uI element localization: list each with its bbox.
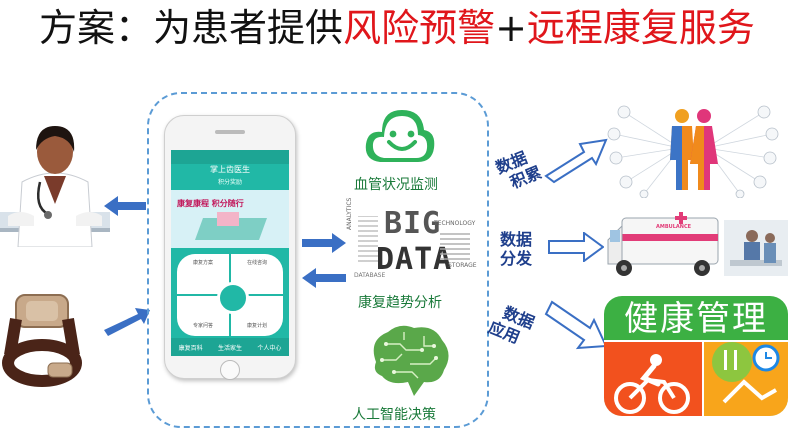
phone-screen: 掌上齿医生 积分奖励 康复康程 积分随行 康复方案 在线咨询 专家问答 康复计划… — [171, 150, 289, 356]
app-grid: 康复方案 在线咨询 专家问答 康复计划 — [177, 254, 283, 336]
label-data-apply: 数据 应用 — [486, 300, 537, 350]
grid-item-label: 在线咨询 — [246, 260, 267, 266]
title-highlight-rehab: 远程康复服务 — [526, 6, 755, 50]
arrow-distribute — [548, 231, 605, 266]
label-data-accumulate: 数据 积累 — [493, 145, 544, 195]
user-profile-illustration — [604, 98, 780, 199]
label-data-distribute: 数据 分发 — [500, 230, 532, 268]
app-banner[interactable]: 康复康程 积分随行 — [171, 190, 289, 248]
circuit-brain-icon — [364, 320, 454, 406]
grid-item-label: 专家问答 — [192, 323, 213, 329]
tab-life[interactable]: 生活家生 — [217, 344, 242, 352]
page-title: 方案：为患者提供风险预警+远程康复服务 — [0, 4, 794, 52]
bigdata-word-2: TECHNOLOGY — [434, 220, 476, 227]
tab-encyclopedia[interactable]: 康复百科 — [178, 344, 203, 352]
health-management-card[interactable]: 健康管理 — [604, 296, 788, 416]
app-title: 掌上齿医生 — [210, 165, 250, 174]
feature-label-trend: 康复趋势分析 — [358, 295, 442, 311]
tab-profile[interactable]: 个人中心 — [257, 344, 282, 352]
home-button[interactable] — [220, 360, 240, 380]
banner-text: 康复康程 积分随行 — [177, 199, 244, 208]
arrow-apply — [544, 300, 608, 360]
bigdata-data: DATA — [376, 242, 453, 277]
phone-mockup: 掌上齿医生 积分奖励 康复康程 积分随行 康复方案 在线咨询 专家问答 康复计划… — [164, 115, 296, 380]
feature-label-vascular: 血管状况监测 — [354, 177, 438, 193]
label-line: 分发 — [500, 249, 533, 268]
cycling-tile — [604, 342, 702, 416]
arrow-accumulate — [544, 134, 608, 188]
phone-speaker — [215, 130, 245, 134]
app-subtitle: 积分奖励 — [217, 179, 242, 186]
title-plus: + — [495, 6, 527, 50]
health-title: 健康管理 — [624, 299, 768, 339]
arrow-phone-to-data — [302, 233, 346, 257]
label-line: 数据 — [500, 230, 533, 249]
bigdata-big: BIG — [384, 206, 442, 241]
cloud-face-icon — [362, 102, 436, 172]
bigdata-word-4: DATABASE — [354, 272, 386, 279]
arrow-from-watch — [104, 306, 150, 340]
ambulance-image: AMBULANCE — [604, 210, 790, 286]
app-tab-bar: 康复百科 生活家生 个人中心 — [171, 338, 289, 356]
title-highlight-risk: 风险预警 — [343, 6, 496, 50]
feature-label-ai: 人工智能决策 — [352, 407, 436, 423]
doctor-image — [0, 112, 110, 248]
smartwatch-image — [2, 285, 102, 390]
grid-item-label: 康复计划 — [246, 323, 267, 329]
grid-item-label: 康复方案 — [192, 260, 213, 266]
arrow-to-doctor — [104, 196, 146, 220]
diet-tile — [704, 342, 788, 416]
bigdata-word-1: ANALYTICS — [346, 197, 353, 230]
platform-container — [147, 92, 489, 428]
big-data-wordcloud: BIG DATA ANALYTICS TECHNOLOGY STORAGE DA… — [344, 198, 477, 286]
ambulance-text: AMBULANCE — [656, 224, 692, 230]
bigdata-word-3: STORAGE — [448, 262, 477, 269]
arrow-data-to-phone — [302, 268, 346, 292]
title-prefix: 方案：为患者提供 — [39, 6, 344, 50]
